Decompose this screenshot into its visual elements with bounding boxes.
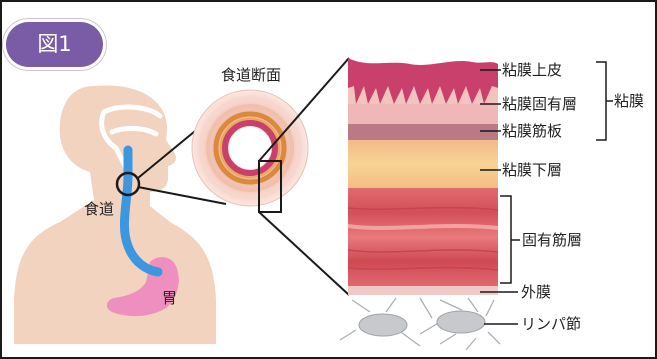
submucosa-label: 粘膜下層: [502, 161, 562, 179]
lymph-nodes: [340, 298, 500, 350]
muscularis-propria-label: 固有筋層: [522, 231, 582, 249]
muscularis-mucosae-layer: [348, 124, 498, 140]
muscularis-mucosae-label: 粘膜筋板: [502, 122, 562, 140]
lamina-propria-label: 粘膜固有層: [502, 95, 577, 113]
esophagus-label: 食道: [84, 200, 114, 218]
adventitia-layer: [348, 286, 498, 295]
stomach-label: 胃: [162, 289, 177, 307]
mucosa-group-label: 粘膜: [614, 92, 644, 110]
cross-section-label: 食道断面: [221, 66, 281, 84]
lymph-node-label: リンパ節: [521, 315, 581, 333]
mucosal-epithelium-label: 粘膜上皮: [502, 61, 562, 79]
cross-section-disc: [192, 90, 308, 206]
tissue-layers: [348, 58, 498, 295]
adventitia-label: 外膜: [521, 283, 551, 301]
figure-badge: 図1: [6, 22, 103, 67]
submucosa-layer: [348, 140, 498, 188]
zoom-line: [259, 212, 349, 295]
muscularis-propria-layer: [348, 188, 498, 286]
